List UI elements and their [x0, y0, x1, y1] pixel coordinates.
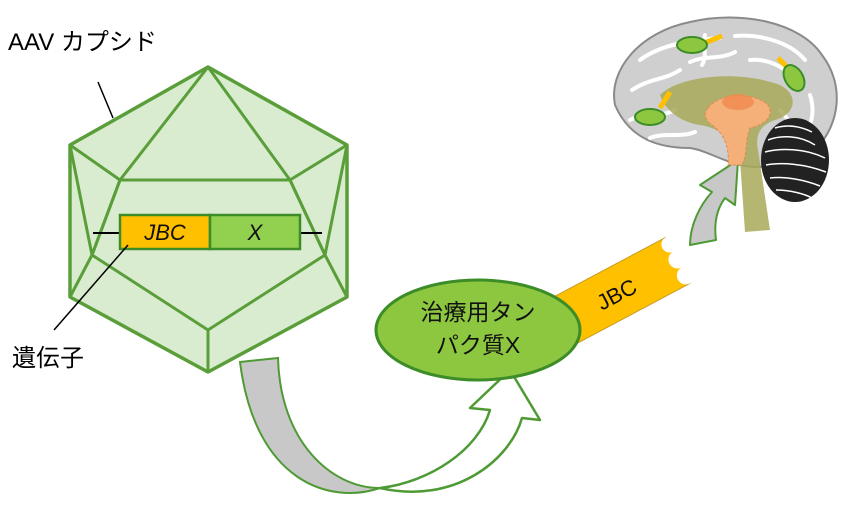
gene-leader-line — [53, 244, 129, 331]
curved-arrow-head — [378, 368, 542, 493]
capsid-edges — [68, 66, 349, 372]
gene-label: 遺伝子 — [12, 345, 84, 372]
cerebellum — [761, 118, 829, 202]
up-arrow-icon — [689, 159, 739, 246]
capsid-leader-line — [97, 81, 114, 119]
therapeutic-protein: JBC 治療用タン パク質X — [374, 234, 697, 382]
brain-sagittal-icon — [613, 16, 838, 232]
curved-arrow-gray-band — [238, 356, 381, 494]
transgene-label: X — [247, 220, 264, 245]
carrier-peptide-notch — [661, 234, 697, 285]
protein-label-line1: 治療用タン — [421, 299, 536, 325]
cerebellum-body — [761, 118, 829, 202]
protein-label-line2: パク質X — [436, 332, 520, 358]
protein-ellipse — [374, 278, 582, 382]
brain-hypothalamus — [722, 94, 754, 110]
promoter-label: JBC — [143, 220, 186, 245]
cerebellum-folia — [764, 125, 827, 199]
capsid-label: AAV カプシド — [8, 29, 157, 56]
brain-protein-3 — [634, 90, 673, 126]
gene-cassette: JBC X — [93, 213, 322, 251]
transgene-box — [208, 213, 302, 251]
brain-protein-1 — [676, 33, 723, 54]
brain-protein-2 — [776, 56, 806, 92]
curved-arrow-icon — [238, 356, 542, 494]
brain-thalamus — [704, 95, 771, 166]
